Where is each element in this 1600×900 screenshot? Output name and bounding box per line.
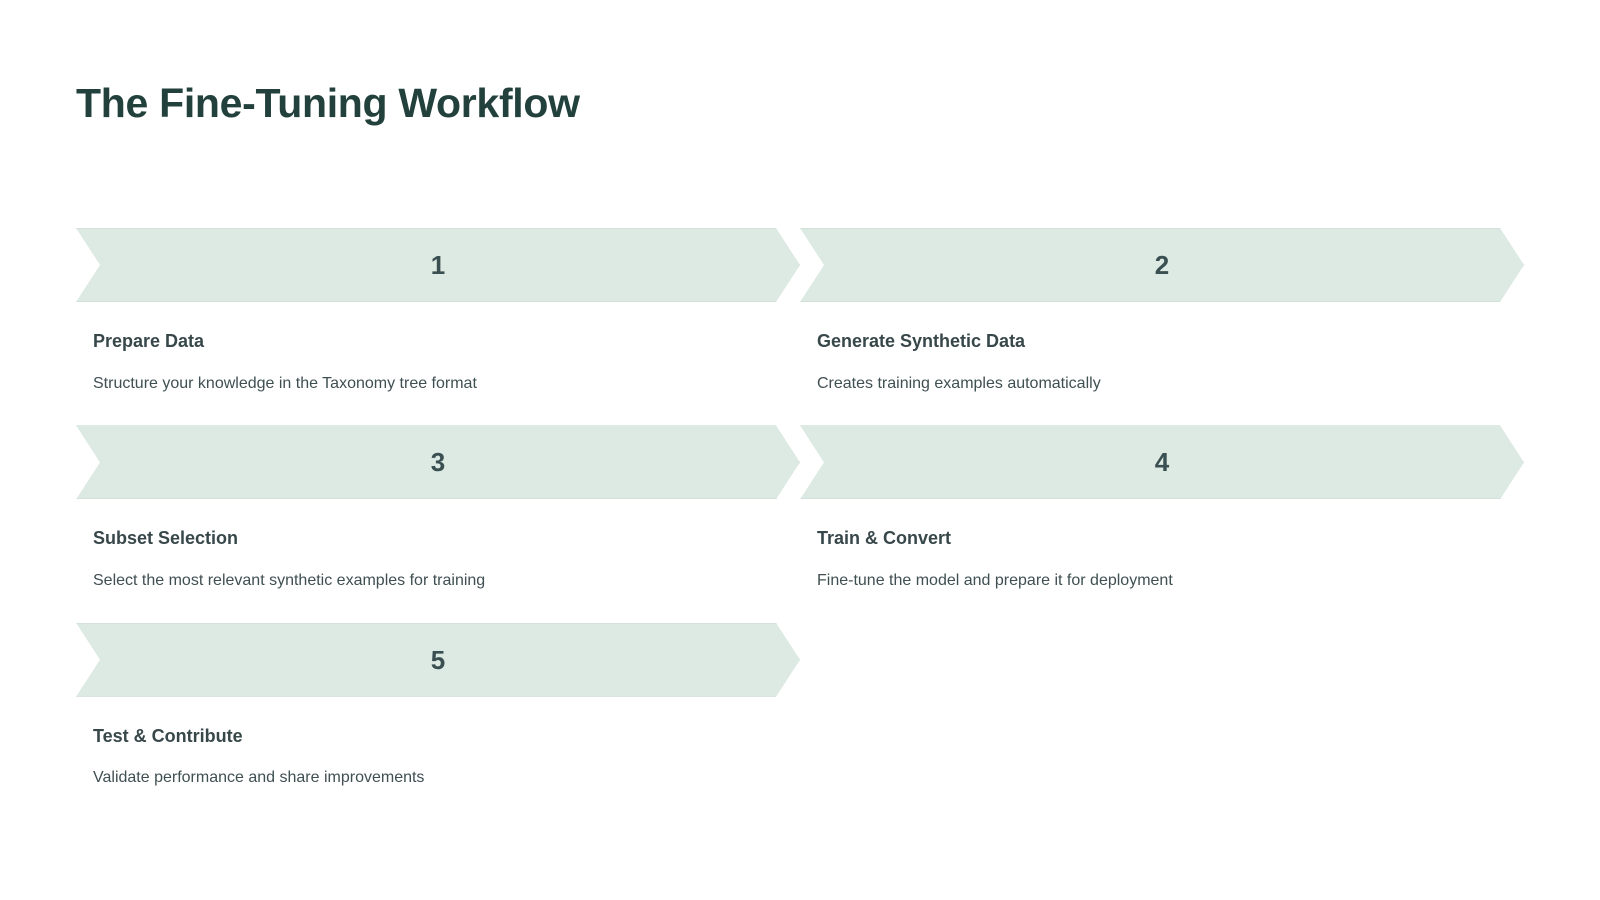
step-number-2: 2 — [1154, 250, 1170, 280]
step-number-4: 4 — [1154, 447, 1170, 478]
step-banner-chevron-5[interactable]: 5 — [76, 623, 800, 697]
step-banner-chevron-3[interactable]: 3 — [76, 425, 800, 499]
step-number-5: 5 — [430, 644, 446, 675]
workflow-steps-grid: 1 Prepare Data Structure your knowledge … — [76, 228, 1526, 820]
step-banner-chevron-1[interactable]: 1 — [76, 228, 800, 302]
step-description-1: Structure your knowledge in the Taxonomy… — [93, 374, 477, 392]
step-title-4: Train & Convert — [817, 528, 952, 549]
step-title-2: Generate Synthetic Data — [817, 331, 1026, 351]
step-description-5: Validate performance and share improveme… — [93, 769, 425, 787]
step-description-2: Creates training examples automatically — [817, 374, 1101, 392]
step-number-1: 1 — [430, 250, 446, 280]
step-title-1: Prepare Data — [93, 331, 205, 351]
step-description-4: Fine-tune the model and prepare it for d… — [817, 571, 1173, 589]
workflow-step-2: 2 Generate Synthetic Data Creates traini… — [800, 228, 1524, 425]
workflow-step-5: 5 Test & Contribute Validate performance… — [76, 623, 800, 820]
step-title-5: Test & Contribute — [93, 725, 243, 746]
step-title-3: Subset Selection — [93, 528, 239, 549]
workflow-step-1: 1 Prepare Data Structure your knowledge … — [76, 228, 800, 425]
step-banner-chevron-4[interactable]: 4 — [800, 425, 1524, 499]
step-number-3: 3 — [430, 447, 446, 478]
step-banner-chevron-2[interactable]: 2 — [800, 228, 1524, 302]
workflow-step-4: 4 Train & Convert Fine-tune the model an… — [800, 425, 1524, 622]
step-description-3: Select the most relevant synthetic examp… — [93, 571, 486, 589]
workflow-step-3: 3 Subset Selection Select the most relev… — [76, 425, 800, 622]
page-title: The Fine-Tuning Workflow — [76, 80, 580, 127]
